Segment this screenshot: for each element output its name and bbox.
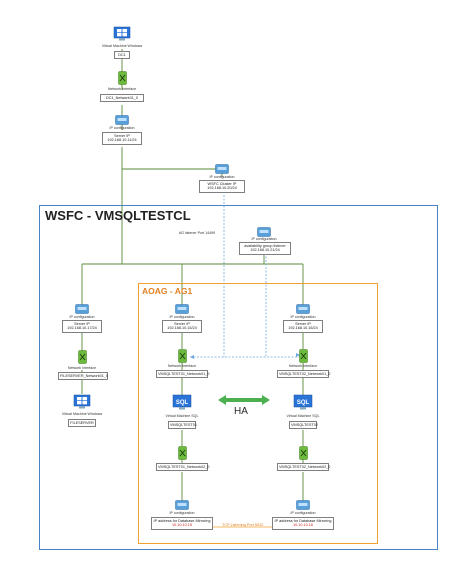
windows-vm-icon [113, 26, 131, 41]
ip-configuration-icon [296, 500, 310, 510]
cluster-ip-line2: 192.168.10.20/24 [207, 186, 237, 190]
dc-vm-label: Virtual Machine Windows [101, 44, 143, 48]
sql1-vm-name: VMSQLTEST01 [168, 421, 197, 429]
network-interface-icon [78, 350, 87, 364]
network-interface-icon [118, 71, 127, 85]
dc-nic-name: DC1_Network01_0 [100, 94, 144, 102]
sql1-mirror-box: IP address for Database Mirroring 10.10.… [151, 517, 213, 530]
svg-text:SQL: SQL [297, 400, 310, 406]
sql2-ip-line1: Server IP [295, 321, 311, 326]
sql2-nic-label: Network Interface [288, 364, 318, 368]
aoag-frame [138, 283, 378, 544]
sql2-mirror-line1: IP address for Database Mirroring [274, 518, 332, 523]
listener-ip-label: IP configuration [251, 237, 277, 241]
cluster-ip-box: WSFC Cluster IP 192.168.10.20/24 [199, 180, 245, 193]
fileserver-ip-line2: 192.168.10.17/24 [67, 326, 97, 330]
sql1-vm-label: Virtual Machine SQL [165, 414, 199, 418]
dc-ip-line1: Server IP [114, 133, 130, 138]
ha-label: HA [234, 406, 248, 417]
windows-vm-icon [73, 394, 91, 409]
fileserver-ip-box: Server IP 192.168.10.17/24 [62, 320, 102, 333]
sql2-mirror-line2: 10.10.10.16 [292, 523, 314, 527]
ip-configuration-icon [215, 164, 229, 174]
ip-configuration-icon [175, 304, 189, 314]
ip-configuration-icon [296, 304, 310, 314]
ag-listener-port-label: AG listener Port 14499 [178, 231, 216, 235]
network-interface-icon [178, 446, 187, 460]
tcp-port-label: TCP Listening Port 5022 [222, 523, 264, 527]
aoag-title: AOAG - AG1 [142, 286, 193, 296]
sql2-nic2-name: VMSQLTEST02_Network02_0 [277, 463, 331, 471]
svg-text:SQL: SQL [176, 400, 189, 406]
dc-ip-label: IP configuration [109, 126, 135, 130]
fileserver-nic-name: FILESERVER_Network01_0 [58, 372, 109, 380]
listener-ip-box: availability group listener 192.168.10.2… [239, 242, 291, 255]
fileserver-nic-label: Network Interface [67, 366, 97, 370]
dc-ip-line2: 192.168.10.11/24 [107, 138, 137, 142]
sql2-ip-line2: 192.168.10.16/24 [288, 326, 318, 330]
dc-vm-name: DC1 [114, 51, 130, 59]
sql1-mirror-label: IP configuration [169, 511, 195, 515]
sql2-mirror-label: IP configuration [290, 511, 316, 515]
sql2-ip-label: IP configuration [290, 315, 316, 319]
listener-ip-line2: 192.168.10.21/24 [250, 248, 280, 252]
fileserver-ip-line1: Server IP [74, 321, 90, 326]
sql2-vm-label: Virtual Machine SQL [286, 414, 320, 418]
wsfc-title: WSFC - VMSQLTESTCL [45, 208, 191, 223]
ip-configuration-icon [175, 500, 189, 510]
network-interface-icon [299, 446, 308, 460]
sql1-mirror-line2: 10.10.10.15 [171, 523, 193, 527]
fileserver-ip-label: IP configuration [69, 315, 95, 319]
dc-nic-label: Network Interface [107, 87, 137, 91]
sql1-ip-box: Server IP 192.168.10.15/24 [162, 320, 202, 333]
sql1-mirror-line1: IP address for Database Mirroring [153, 518, 211, 523]
sql1-nic-label: Network Interface [167, 364, 197, 368]
wsfc-cluster-frame [39, 205, 438, 550]
fileserver-vm-label: Virtual Machine Windows [61, 412, 103, 416]
listener-ip-line1: availability group listener [244, 243, 286, 248]
ip-configuration-icon [257, 227, 271, 237]
network-interface-icon [178, 349, 187, 363]
sql-vm-icon: SQL [172, 394, 192, 410]
ip-configuration-icon [115, 115, 129, 125]
dc-ip-box: Server IP 192.168.10.11/24 [102, 132, 142, 145]
sql1-nic-name: VMSQLTEST01_Network01_0 [156, 370, 210, 378]
network-interface-icon [299, 349, 308, 363]
sql2-vm-name: VMSQLTEST02 [289, 421, 318, 429]
cluster-ip-line1: WSFC Cluster IP [207, 181, 237, 186]
sql1-ip-line2: 192.168.10.15/24 [167, 326, 197, 330]
sql2-nic-name: VMSQLTEST02_Network01_0 [277, 370, 331, 378]
sql1-ip-line1: Server IP [174, 321, 190, 326]
fileserver-vm-name: FILESERVER [68, 419, 96, 427]
sql1-ip-label: IP configuration [169, 315, 195, 319]
sql1-nic2-name: VMSQLTEST01_Network02_0 [156, 463, 210, 471]
cluster-ip-label: IP configuration [209, 175, 235, 179]
sql2-mirror-box: IP address for Database Mirroring 10.10.… [272, 517, 334, 530]
sql-vm-icon: SQL [293, 394, 313, 410]
sql2-ip-box: Server IP 192.168.10.16/24 [283, 320, 323, 333]
ip-configuration-icon [75, 304, 89, 314]
